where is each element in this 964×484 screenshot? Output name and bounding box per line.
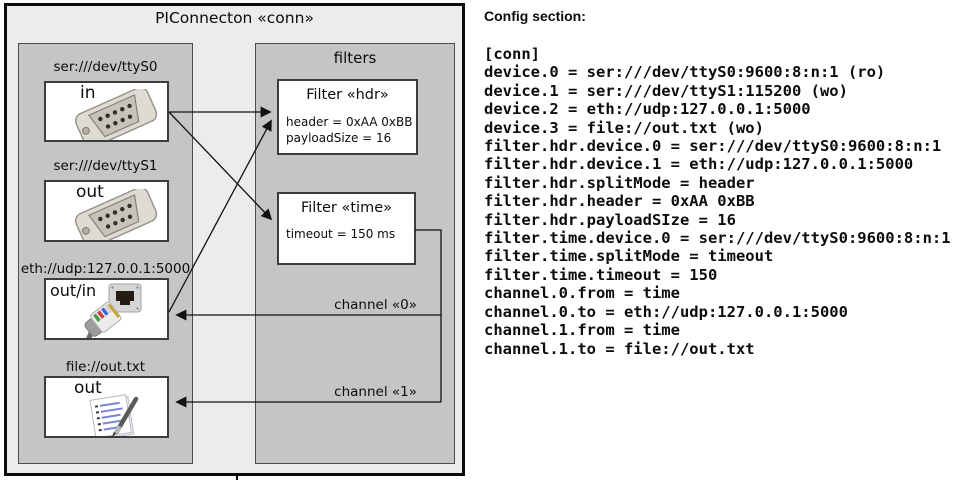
filter-hdr-title: Filter «hdr» — [306, 87, 389, 103]
piconnecton-title: PIConnecton «conn» — [155, 9, 314, 27]
config-line: device.0 = ser:///dev/ttyS0:9600:8:n:1 (… — [484, 63, 886, 82]
device-box-ttys0: in — [44, 81, 169, 142]
device-label-eth: eth://udp:127.0.0.1:5000 — [20, 261, 191, 277]
ethernet-port-icon — [108, 283, 142, 313]
filter-time-title: Filter «time» — [300, 200, 393, 216]
device-direction: out — [76, 182, 104, 202]
device-label-ttys0: ser:///dev/ttyS0 — [53, 59, 158, 75]
config-line: device.1 = ser:///dev/ttyS1:115200 (wo) — [484, 81, 848, 100]
filters-title: filters — [333, 49, 377, 67]
config-line: filter.hdr.device.0 = ser:///dev/ttyS0:9… — [484, 137, 942, 156]
device-label-ttys1: ser:///dev/ttyS1 — [53, 158, 158, 174]
config-line: device.3 = file://out.txt (wo) — [484, 118, 764, 137]
device-label-file: file://out.txt — [65, 359, 146, 375]
device-direction: out/in — [50, 281, 97, 300]
config-section-heading: Config section: — [484, 8, 586, 24]
config-line: filter.time.timeout = 150 — [484, 265, 718, 284]
rj45-plug-icon — [79, 301, 122, 338]
channel-1-label: channel «1» — [334, 384, 417, 400]
config-line: filter.time.device.0 = ser:///dev/ttyS0:… — [484, 229, 951, 248]
filter-time-property: timeout = 150 ms — [286, 227, 396, 241]
config-line: channel.1.to = file://out.txt — [484, 339, 755, 358]
config-line: channel.0.to = eth://udp:127.0.0.1:5000 — [484, 302, 848, 321]
bottom-tick-mark — [236, 474, 238, 480]
filter-time-box: Filter «time» timeout = 150 ms — [277, 192, 416, 265]
config-line: filter.hdr.header = 0xAA 0xBB — [484, 192, 755, 211]
config-line: filter.hdr.payloadSIze = 16 — [484, 210, 736, 229]
device-box-file: out — [44, 376, 169, 438]
device-box-eth: out/in — [44, 278, 169, 340]
device-direction: in — [80, 83, 96, 103]
config-line: channel.1.from = time — [484, 321, 680, 340]
config-line: filter.time.splitMode = timeout — [484, 247, 774, 266]
device-box-ttys1: out — [44, 180, 169, 242]
config-line: filter.hdr.device.1 = eth://udp:127.0.0.… — [484, 155, 914, 174]
config-line: channel.0.from = time — [484, 284, 680, 303]
channel-0-label: channel «0» — [334, 297, 417, 313]
device-direction: out — [74, 378, 102, 398]
notepad-pen-icon — [89, 394, 139, 436]
serial-db9-connector-icon — [74, 189, 158, 240]
config-line: filter.hdr.splitMode = header — [484, 173, 755, 192]
serial-db9-connector-icon — [74, 89, 158, 140]
filter-hdr-property: header = 0xAA 0xBB — [286, 115, 413, 129]
filter-hdr-box: Filter «hdr» header = 0xAA 0xBB payloadS… — [277, 79, 418, 155]
config-line: device.2 = eth://udp:127.0.0.1:5000 — [484, 100, 811, 119]
filter-hdr-property: payloadSize = 16 — [286, 130, 392, 145]
config-line: [conn] — [484, 45, 540, 63]
config-listing: [conn] device.0 = ser:///dev/ttyS0:9600:… — [484, 45, 951, 358]
